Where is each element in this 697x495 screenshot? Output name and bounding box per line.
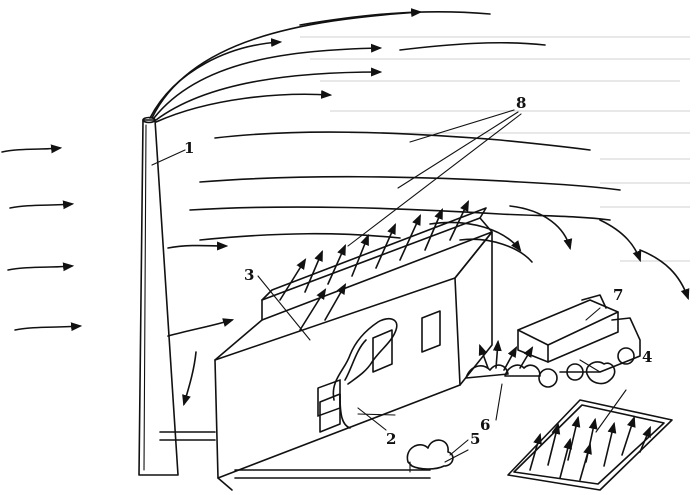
bg-text-line — [600, 206, 690, 208]
bg-text-line — [320, 80, 680, 82]
atmosphere-flow-lines — [189, 131, 690, 301]
bg-text-line — [310, 58, 690, 60]
roof-emission-arrows — [279, 199, 469, 331]
bg-text-line — [300, 36, 690, 38]
label-6: 6 — [480, 416, 490, 434]
wind-to-building-arrows — [167, 241, 235, 407]
bg-text-line — [620, 260, 690, 262]
dust-pile — [465, 339, 541, 421]
label-2: 2 — [386, 430, 396, 448]
bg-text-line — [350, 132, 690, 134]
label-8: 8 — [516, 94, 526, 112]
label-3: 3 — [244, 266, 254, 284]
incoming-wind-arrows — [1, 144, 83, 332]
label-1: 1 — [184, 139, 194, 157]
label-5: 5 — [470, 430, 480, 448]
window-fumes — [332, 317, 398, 429]
chimney-plume — [149, 8, 546, 123]
bg-text-line — [600, 182, 690, 184]
pipe-leak — [234, 439, 469, 479]
label-7: 7 — [613, 286, 623, 304]
dump-truck — [517, 294, 641, 388]
evaporation-pond — [507, 389, 673, 491]
leader-lines — [151, 109, 601, 456]
bg-text-line — [600, 158, 690, 160]
chimney — [138, 116, 216, 476]
label-4: 4 — [642, 348, 652, 366]
